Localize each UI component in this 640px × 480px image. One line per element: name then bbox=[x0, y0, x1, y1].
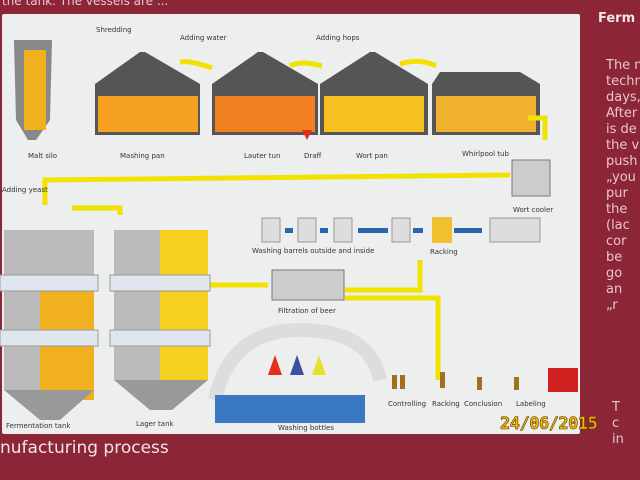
sidebar-line: techn bbox=[606, 74, 640, 89]
header-text: the tank. The vessels are ... bbox=[2, 0, 169, 8]
whirlpool-tub-icon bbox=[432, 72, 540, 135]
label-washing-barrels: Washing barrels outside and inside bbox=[252, 247, 375, 255]
sidebar-line: is de bbox=[606, 122, 637, 137]
barrel-icons bbox=[261, 217, 541, 243]
racking-barrel-icon bbox=[432, 217, 452, 243]
sidebar-line: the v bbox=[606, 138, 640, 153]
label-washing-bottles: Washing bottles bbox=[278, 424, 335, 432]
sidebar-line: an bbox=[606, 282, 623, 297]
label-conclusion: Conclusion bbox=[464, 400, 503, 408]
label-mashing-pan: Mashing pan bbox=[120, 152, 165, 160]
sidebar-line: go bbox=[606, 266, 623, 281]
label-shredding: Shredding bbox=[96, 26, 132, 34]
sidebar-line: be bbox=[606, 250, 623, 265]
label-labeling: Labeling bbox=[516, 400, 546, 408]
barrel-arrows bbox=[285, 228, 482, 233]
sidebar-line: days, bbox=[606, 90, 640, 105]
fermentation-tank-icon bbox=[0, 230, 99, 420]
sidebar-line: pur bbox=[606, 186, 628, 201]
label-fermentation-tank: Fermentation tank bbox=[6, 422, 71, 430]
label-lager-tank: Lager tank bbox=[136, 420, 174, 428]
wort-cooler-icon bbox=[511, 159, 551, 197]
label-filtration: Filtration of beer bbox=[278, 307, 336, 315]
label-whirlpool-tub: Whirlpool tub bbox=[462, 150, 509, 158]
sidebar-line: After bbox=[606, 106, 638, 121]
sidebar-line: c bbox=[612, 416, 620, 431]
sidebar-title: Ferm bbox=[598, 11, 636, 26]
sidebar-line: T bbox=[612, 400, 620, 415]
sidebar-line: (lac bbox=[606, 218, 630, 233]
label-racking-barrels: Racking bbox=[430, 248, 458, 256]
lager-tank-icon bbox=[109, 230, 211, 410]
malt-silo-icon bbox=[14, 40, 52, 140]
bottles-icon bbox=[392, 372, 519, 390]
beer-crate-icon bbox=[548, 368, 578, 392]
label-controlling: Controlling bbox=[388, 400, 427, 408]
flow-arrows bbox=[42, 58, 548, 380]
sidebar-text-2: T c in bbox=[612, 400, 624, 448]
bottle-washer-icon bbox=[208, 322, 387, 402]
sidebar-text: The m techn days, After is de the v push… bbox=[606, 58, 640, 314]
poster-title: nufacturing process bbox=[0, 438, 169, 458]
label-wort-pan: Wort pan bbox=[356, 152, 388, 160]
label-adding-hops: Adding hops bbox=[316, 34, 360, 42]
filtration-icon bbox=[271, 269, 345, 301]
sidebar-line: the bbox=[606, 202, 628, 217]
washing-tank-icon bbox=[215, 395, 365, 423]
lauter-tun-icon bbox=[212, 52, 318, 135]
sidebar-line: The m bbox=[606, 58, 640, 73]
label-racking-bottles: Racking bbox=[432, 400, 460, 408]
photo-date-stamp: 24/06/2015 bbox=[500, 414, 598, 435]
sidebar-line: in bbox=[612, 432, 624, 447]
draff-arrow-icon bbox=[302, 130, 312, 140]
sidebar-line: „r bbox=[606, 298, 618, 313]
wort-pan-icon bbox=[320, 52, 428, 135]
label-malt-silo: Malt silo bbox=[28, 152, 58, 160]
sidebar-line: push bbox=[606, 154, 638, 169]
label-adding-yeast: Adding yeast bbox=[2, 186, 48, 194]
label-adding-water: Adding water bbox=[180, 34, 227, 42]
sidebar-line: cor bbox=[606, 234, 627, 249]
label-wort-cooler: Wort cooler bbox=[513, 206, 554, 214]
sidebar-line: „you bbox=[606, 170, 636, 185]
label-draff: Draff bbox=[304, 152, 322, 160]
label-lauter-tun: Lauter tun bbox=[244, 152, 281, 160]
mashing-pan-icon bbox=[95, 52, 200, 135]
